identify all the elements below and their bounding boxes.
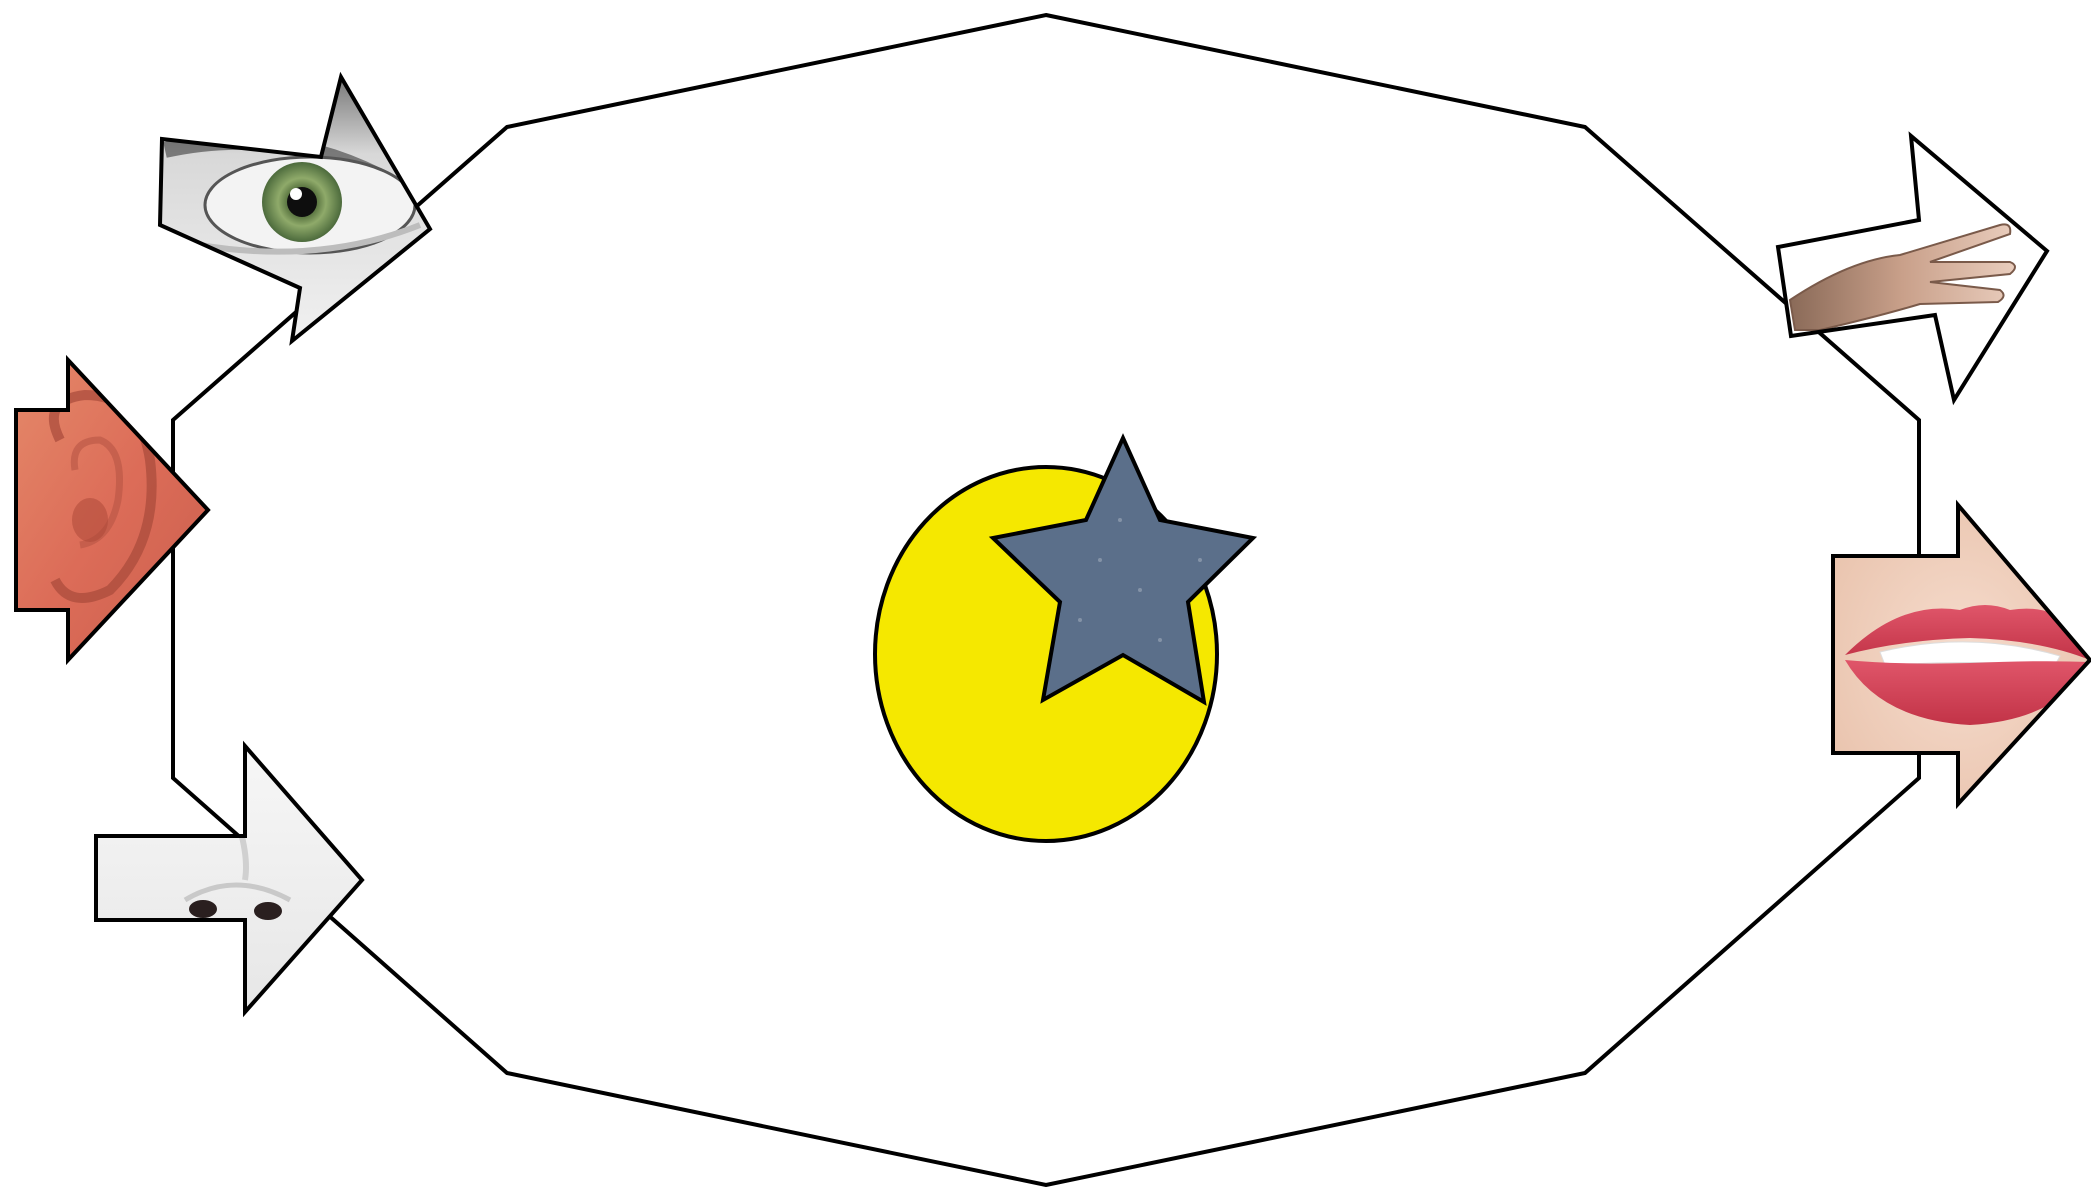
- diagram-svg: [0, 0, 2091, 1187]
- diagram-canvas: [0, 0, 2091, 1187]
